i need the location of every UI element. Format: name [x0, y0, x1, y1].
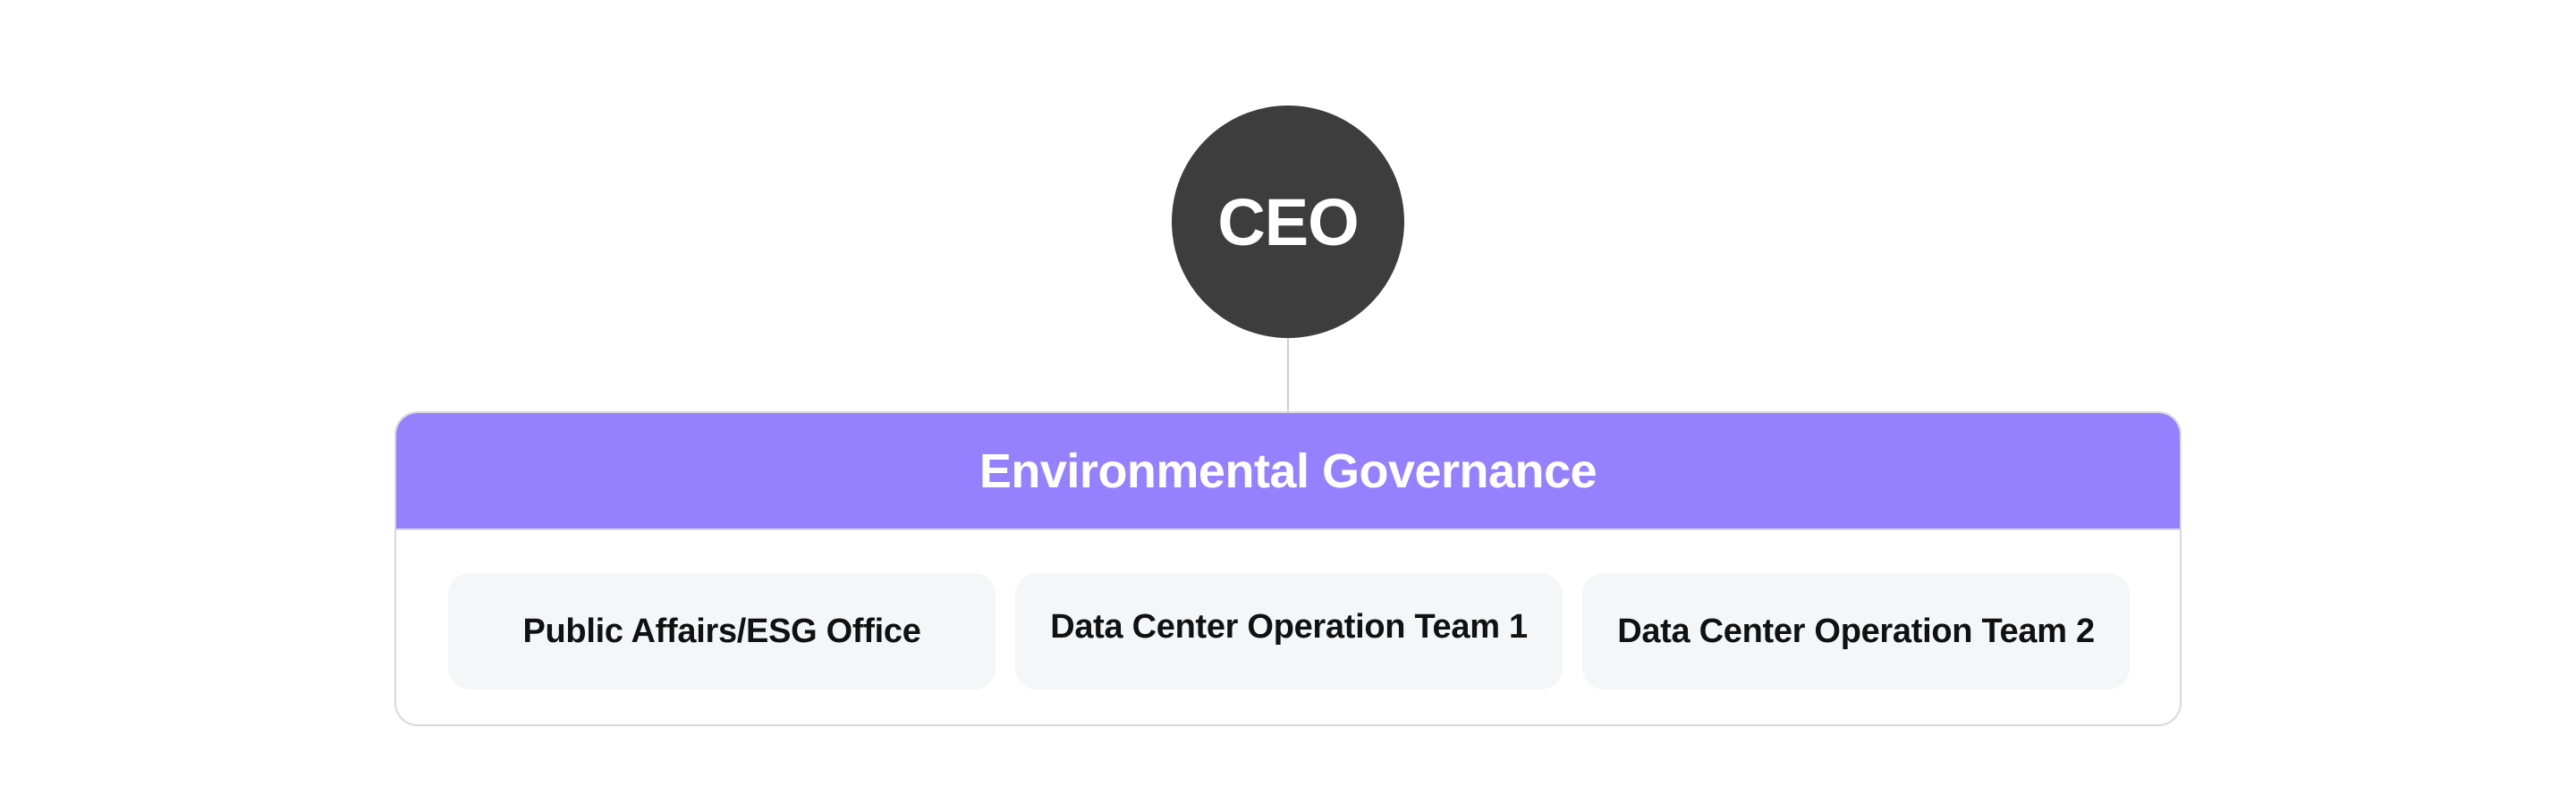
team-label: Data Center Operation Team 2 — [1617, 612, 2095, 650]
ceo-label: CEO — [1217, 184, 1359, 259]
group-header: Environmental Governance — [396, 413, 2180, 530]
ceo-node: CEO — [1172, 106, 1404, 338]
ceo-connector-line — [1287, 338, 1289, 413]
environmental-governance-group: Environmental Governance Public Affairs/… — [394, 411, 2182, 726]
team-label: Public Affairs/ESG Office — [522, 612, 921, 650]
team-label: Data Center Operation Team 1 — [1050, 607, 1528, 646]
team-card-data-center-operation-team-1: Data Center Operation Team 1 — [1015, 573, 1563, 689]
team-card-data-center-operation-team-2: Data Center Operation Team 2 — [1582, 573, 2130, 689]
group-title: Environmental Governance — [979, 444, 1597, 498]
team-list: Public Affairs/ESG Office Data Center Op… — [396, 530, 2180, 724]
team-card-public-affairs-esg-office: Public Affairs/ESG Office — [448, 573, 996, 689]
